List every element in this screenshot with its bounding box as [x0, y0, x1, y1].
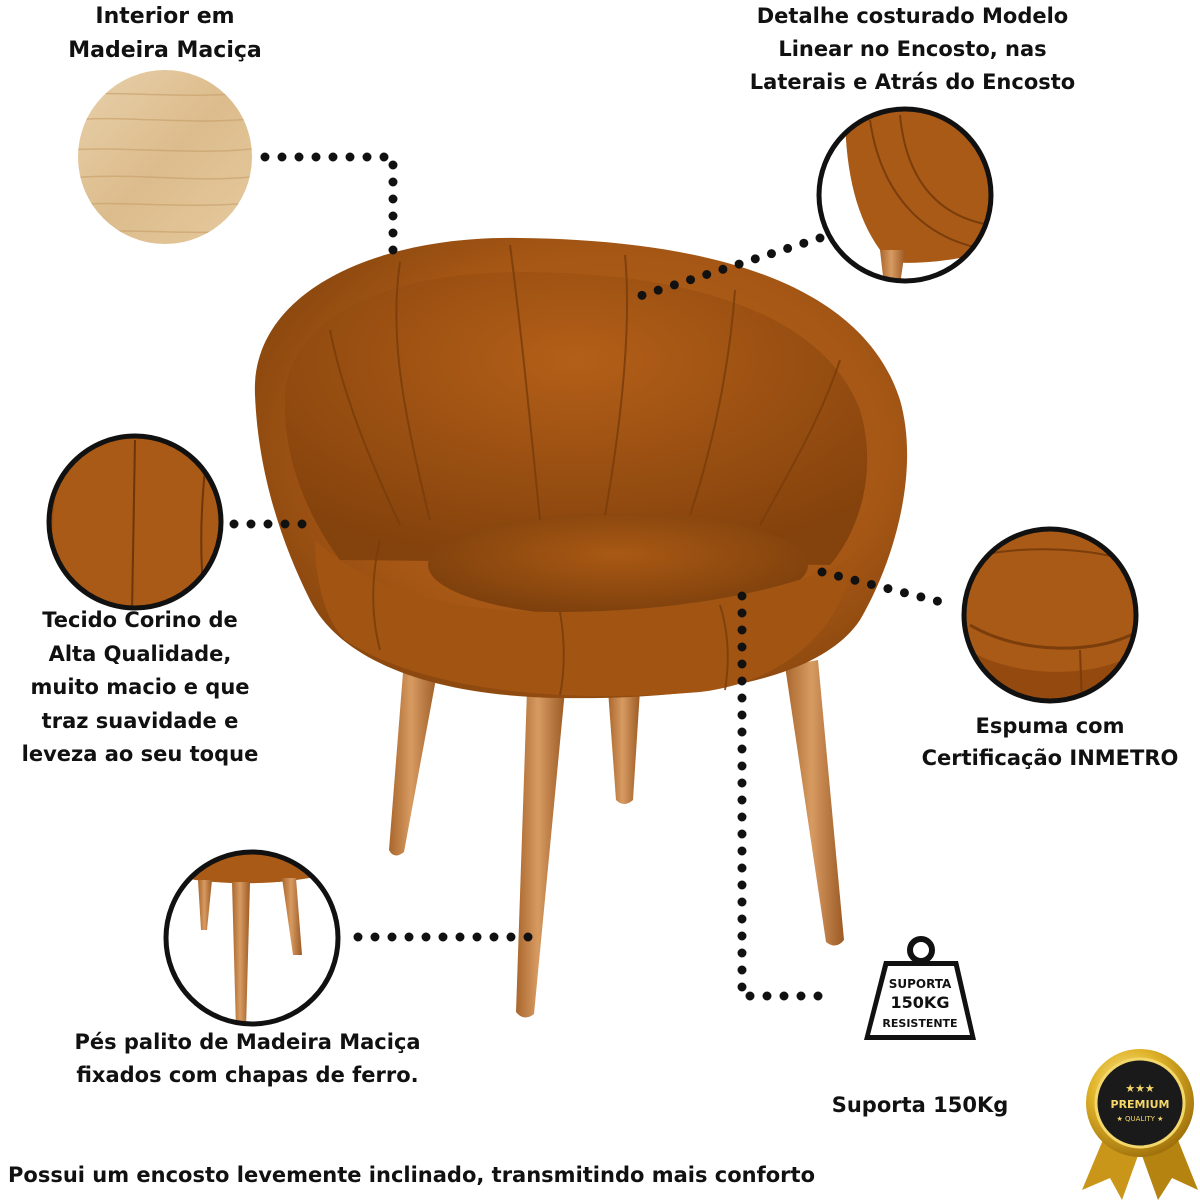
seat-cushion — [428, 513, 808, 617]
footer-text: Possui um encosto levemente inclinado, t… — [8, 1163, 815, 1187]
chair-shell — [254, 237, 908, 699]
chair-leg-front-center — [516, 690, 565, 1018]
foam-detail-circle — [961, 526, 1139, 704]
chair-legs — [389, 660, 844, 1018]
connector-foam — [817, 567, 958, 610]
seal-line1: PREMIUM — [1111, 1098, 1170, 1111]
weight-badge: SUPORTA 150KG RESISTENTE — [864, 936, 976, 1040]
connector-wood — [260, 152, 398, 262]
fabric-label: Tecido Corino de Alta Qualidade, muito m… — [21, 608, 259, 766]
premium-seal: ★★★ PREMIUM ★ QUALITY ★ — [1082, 1049, 1198, 1200]
front-rim — [315, 540, 850, 697]
chair-leg-front-right — [785, 660, 844, 946]
stitching-detail-circle — [816, 106, 994, 284]
weight-caption: Suporta 150Kg — [831, 1093, 1009, 1117]
seal-stars: ★★★ — [1125, 1082, 1155, 1095]
seal-line2: ★ QUALITY ★ — [1117, 1115, 1164, 1123]
shell-inner — [284, 272, 868, 565]
connector-weight — [737, 591, 833, 1001]
stitch-seams — [329, 244, 841, 696]
chair-leg-back-right — [608, 690, 640, 804]
weight-line2: 150KG — [891, 993, 950, 1012]
dotted-connectors — [229, 152, 958, 1001]
legs-label: Pés palito de Madeira Maciça fixados com… — [74, 1030, 421, 1087]
weight-handle — [907, 936, 935, 964]
stitching-label: Detalhe costurado Modelo Linear no Encos… — [749, 4, 1076, 94]
wood-interior-label: Interior em Madeira Maciça — [68, 4, 262, 63]
connector-stitching — [635, 233, 825, 301]
weight-line1: SUPORTA — [889, 977, 952, 991]
legs-detail-circle — [163, 849, 341, 1027]
chair-leg-front-left — [389, 660, 438, 856]
foam-label: Espuma com Certificação INMETRO — [921, 714, 1179, 770]
wood-grain-swatch — [78, 70, 252, 244]
weight-line3: RESISTENTE — [882, 1017, 957, 1030]
fabric-detail-circle — [46, 433, 224, 611]
